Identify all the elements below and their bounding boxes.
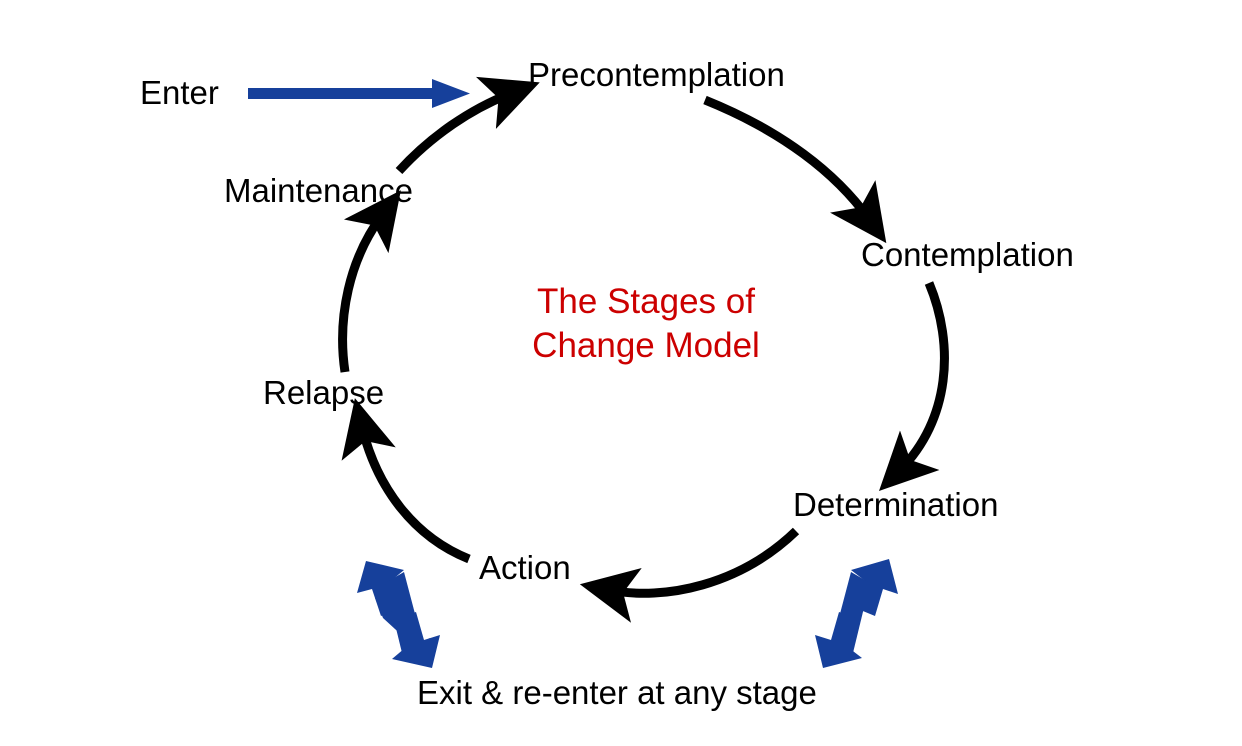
stage-label-relapse[interactable]: Relapse: [263, 374, 385, 411]
stage-label-action[interactable]: Action: [479, 549, 571, 586]
exit-arrow-left: [357, 561, 440, 668]
stage-label-contemplation[interactable]: Contemplation: [861, 236, 1074, 273]
arrow-relapse-to-maintenance: [338, 190, 401, 373]
enter-arrow: [248, 79, 470, 108]
stage-label-maintenance[interactable]: Maintenance: [224, 172, 413, 209]
arrow-determination-to-action: [579, 527, 800, 623]
arrow-action-to-relapse: [341, 398, 471, 564]
arrow-precontemplation-to-contemplation: [703, 95, 887, 244]
center-title-line-2: Change Model: [532, 326, 760, 365]
enter-label: Enter: [140, 74, 219, 111]
exit-label: Exit & re-enter at any stage: [417, 674, 817, 711]
arrow-maintenance-to-precontemplation: [395, 76, 540, 175]
cycle-arrows-group: [338, 76, 949, 623]
exit-arrow-right: [815, 559, 898, 668]
arrow-contemplation-to-determination: [879, 281, 949, 492]
stage-label-determination[interactable]: Determination: [793, 486, 999, 523]
stage-label-precontemplation[interactable]: Precontemplation: [528, 56, 785, 93]
center-title: The Stages of Change Model: [466, 280, 826, 368]
center-title-line-1: The Stages of: [537, 282, 755, 321]
